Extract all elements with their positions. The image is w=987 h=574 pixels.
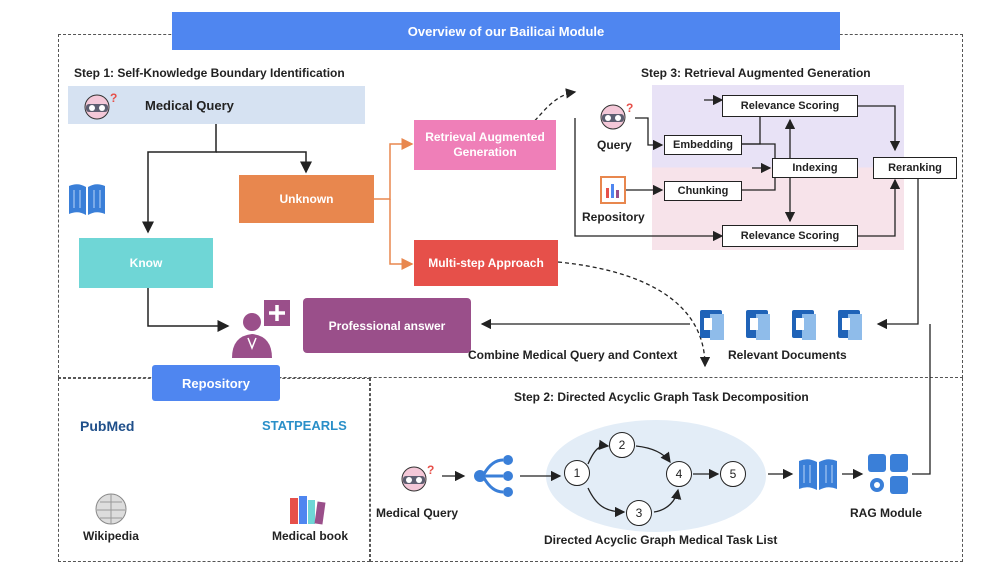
title-bar: Overview of our Bailicai Module [172,12,840,50]
svg-text:?: ? [110,91,117,105]
step3-title: Step 3: Retrieval Augmented Generation [641,66,871,80]
step3-query-label: Query [597,138,632,152]
query-avatar-icon: ? [600,101,633,130]
rag-module-label: RAG Module [850,506,922,520]
chunking-node: Chunking [664,181,742,201]
dag-node-4: 4 [666,461,692,487]
medical-query-label: Medical Query [145,98,234,113]
know-box: Know [79,238,213,288]
rag-box: Retrieval Augmented Generation [414,120,556,170]
step2-avatar-icon: ? [401,463,434,492]
svg-text:?: ? [626,101,633,115]
statpearls-logo: STATPEARLS [262,418,347,433]
rag-book-icon [799,459,837,490]
pubmed-logo: PubMed [80,418,135,434]
step2-query-label: Medical Query [376,506,459,520]
embedding-node: Embedding [664,135,742,155]
indexing-node: Indexing [772,158,858,178]
combine-label: Combine Medical Query and Context [468,348,678,362]
relevance-top-node: Relevance Scoring [722,95,858,117]
dag-node-5: 5 [720,461,746,487]
repository-chart-icon [600,176,626,204]
doctor-icon [232,300,290,358]
medical-book-label: Medical book [272,529,349,543]
task-list-label: Directed Acyclic Graph Medical Task List [544,533,778,547]
open-book-icon [69,184,105,215]
professional-answer-box: Professional answer [303,298,471,353]
step2-frame [370,378,963,562]
unknown-box: Unknown [239,175,374,223]
step1-title: Step 1: Self-Knowledge Boundary Identifi… [74,66,345,80]
document-icons [700,310,862,340]
decompose-split-icon [474,455,513,497]
dag-node-2: 2 [609,432,635,458]
relevance-bottom-node: Relevance Scoring [722,225,858,247]
medical-book-icon [290,496,326,525]
user-avatar-icon: ? [84,91,117,120]
multistep-box: Multi-step Approach [414,240,558,286]
dag-node-1: 1 [564,460,590,486]
svg-text:?: ? [427,463,434,477]
reranking-node: Reranking [873,157,957,179]
relevant-documents-label: Relevant Documents [728,348,847,362]
repository-bar: Repository [152,365,280,401]
step3-repository-label: Repository [582,210,645,224]
wikipedia-globe-icon [95,493,127,525]
rag-module-icon [868,454,908,494]
wikipedia-label: Wikipedia [83,529,139,543]
dag-node-3: 3 [626,500,652,526]
step2-title: Step 2: Directed Acyclic Graph Task Deco… [514,390,809,404]
medical-query-bar [68,86,365,124]
